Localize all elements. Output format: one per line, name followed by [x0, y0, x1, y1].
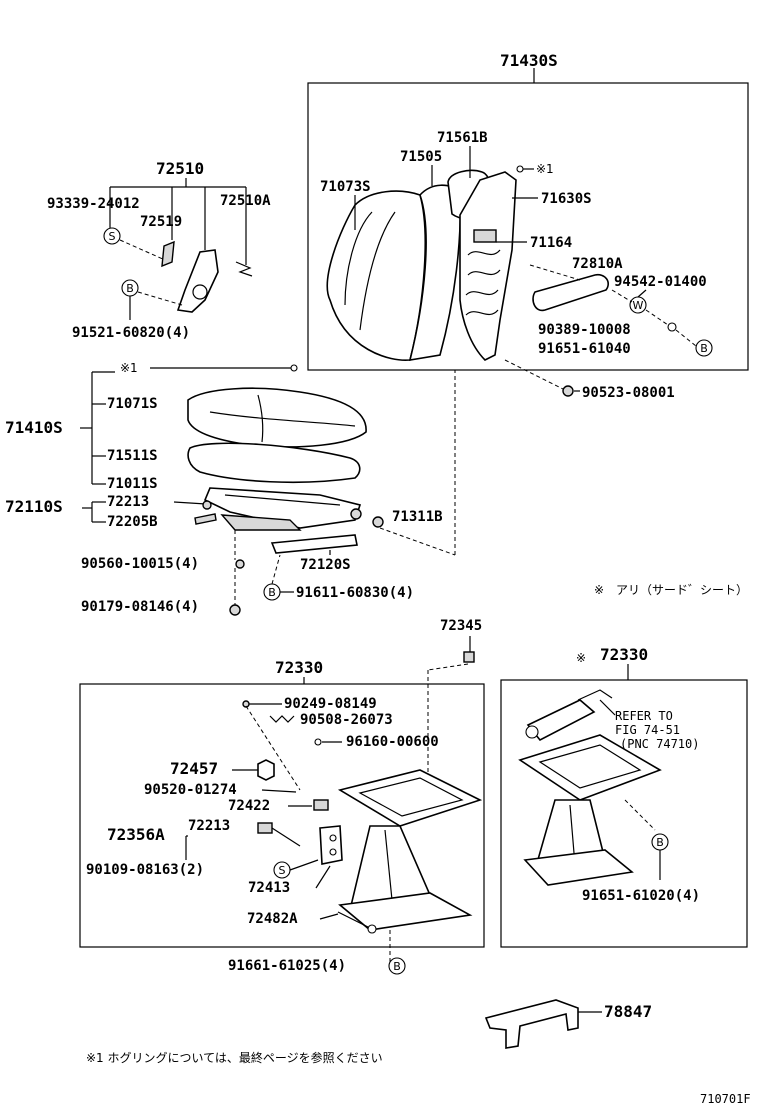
nut-90389 — [667, 322, 677, 332]
recliner-cap — [161, 240, 175, 268]
seat-cushion-cover — [187, 387, 367, 448]
label-90109-08163: 90109-08163(2) — [86, 862, 204, 878]
label-71511S: 71511S — [107, 448, 158, 464]
note-ari-seat: ※ アリ（サード゛シート） — [594, 583, 748, 597]
adjuster-handle — [194, 513, 217, 525]
figure-code: 710701F — [700, 1092, 751, 1106]
label-91651-61020: 91651-61020(4) — [582, 888, 700, 904]
circle-b-91661: B — [393, 960, 401, 973]
label-71630S: 71630S — [541, 191, 592, 207]
seat-cushion-pad — [187, 442, 361, 484]
recliner-spring — [235, 261, 253, 277]
seat-leg-frame-left — [337, 769, 483, 827]
label-72213-lower: 72213 — [188, 818, 230, 834]
note-kome-right: ※ — [576, 651, 586, 665]
note1-left: ※1 — [120, 361, 138, 375]
lever-72413 — [319, 825, 343, 865]
label-71505: 71505 — [400, 149, 442, 165]
seat-leg-box-left — [79, 683, 485, 948]
seatback-pad — [408, 184, 462, 361]
footnote-hog-ring: ※1 ホグリングについては、最終ページを参照ください — [86, 1050, 383, 1065]
label-91521-60820: 91521-60820(4) — [72, 325, 190, 341]
label-72422: 72422 — [228, 798, 270, 814]
seatback-group-box — [307, 82, 749, 371]
bracket-78847 — [484, 999, 579, 1049]
label-72345: 72345 — [440, 618, 482, 634]
circle-b-91611: B — [268, 586, 276, 599]
label-90520-01274: 90520-01274 — [144, 782, 237, 798]
circle-w: W — [633, 299, 644, 312]
label-90249-08149: 90249-08149 — [284, 696, 377, 712]
nut-71311B — [372, 516, 384, 528]
label-90389-10008: 90389-10008 — [538, 322, 631, 338]
lever-rod — [271, 827, 301, 847]
label-72356A: 72356A — [107, 825, 165, 844]
label-96160-00600: 96160-00600 — [346, 734, 439, 750]
ring-96160 — [314, 738, 322, 746]
label-71011S: 71011S — [107, 476, 158, 492]
circle-s-lower: S — [279, 864, 286, 877]
label-78847: 78847 — [604, 1002, 652, 1021]
frame-pad — [473, 229, 497, 243]
circle-b-91521: B — [126, 282, 134, 295]
note-refer-to: REFER TO — [615, 709, 673, 723]
label-91611-60830: 91611-60830(4) — [296, 585, 414, 601]
label-90508-26073: 90508-26073 — [300, 712, 393, 728]
label-72510A: 72510A — [220, 193, 271, 209]
label-71164: 71164 — [530, 235, 572, 251]
label-72205B: 72205B — [107, 514, 158, 530]
label-71071S: 71071S — [107, 396, 158, 412]
label-72457: 72457 — [170, 759, 218, 778]
recliner-lever — [176, 249, 219, 313]
label-72330-left: 72330 — [275, 658, 323, 677]
bolt-90523 — [562, 385, 574, 397]
label-72213-top: 72213 — [107, 494, 149, 510]
seatback-frame — [459, 171, 517, 361]
label-72330-right: 72330 — [600, 645, 648, 664]
label-72110S: 72110S — [5, 497, 63, 516]
seat-leg-base-right — [523, 849, 634, 886]
label-71410S: 71410S — [5, 418, 63, 437]
seat-bolt — [350, 508, 362, 520]
label-91651-61040: 91651-61040 — [538, 341, 631, 357]
circle-s: S — [109, 230, 116, 243]
spring-90508 — [269, 715, 295, 723]
pin-72482A — [337, 911, 371, 929]
seat-rail — [270, 534, 358, 554]
armrest — [532, 273, 610, 312]
label-71561B: 71561B — [437, 130, 488, 146]
label-72120S: 72120S — [300, 557, 351, 573]
label-90560-10015: 90560-10015(4) — [81, 556, 199, 572]
label-71311B: 71311B — [392, 509, 443, 525]
seat-leg-box-right — [500, 679, 748, 948]
label-90179-08146: 90179-08146(4) — [81, 599, 199, 615]
label-71073S: 71073S — [320, 179, 371, 195]
label-71430S: 71430S — [500, 51, 558, 70]
label-72519: 72519 — [140, 214, 182, 230]
note1-ref: ※1 — [536, 162, 554, 176]
note-refer-pnc: (PNC 74710) — [620, 737, 699, 751]
label-91661-61025: 91661-61025(4) — [228, 958, 346, 974]
note-refer-fig: FIG 74-51 — [615, 723, 680, 737]
knob-72213 — [257, 822, 273, 834]
seat-leg-base-left — [338, 892, 473, 931]
seat-leg-frame-right — [518, 734, 662, 801]
seat-adjuster — [220, 514, 302, 531]
label-72510: 72510 — [156, 159, 204, 178]
circle-b-91651: B — [700, 342, 708, 355]
knob-72457 — [257, 759, 275, 781]
label-94542-01400: 94542-01400 — [614, 274, 707, 290]
clip-72345 — [463, 651, 475, 663]
seatback-cover — [326, 190, 426, 361]
label-72413: 72413 — [248, 880, 290, 896]
label-93339-24012: 93339-24012 — [47, 196, 140, 212]
label-72482A: 72482A — [247, 911, 298, 927]
label-72810A: 72810A — [572, 256, 623, 272]
nut-90179 — [229, 604, 241, 616]
bushing-72422 — [313, 799, 329, 811]
circle-b-91651-right: B — [656, 836, 664, 849]
label-90523-08001: 90523-08001 — [582, 385, 675, 401]
